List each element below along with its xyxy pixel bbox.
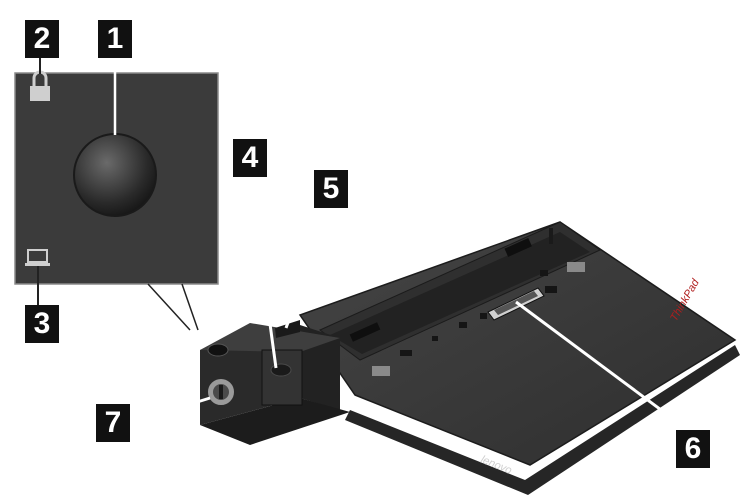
callout-3: 3 <box>25 305 59 343</box>
laptop-icon <box>25 249 50 266</box>
callout-6: 6 <box>676 430 710 468</box>
key-lock-icon <box>206 377 236 407</box>
leader-7 <box>129 396 211 425</box>
callout-7: 7 <box>96 404 130 442</box>
docking-station <box>298 221 740 495</box>
callout-4: 4 <box>233 139 267 177</box>
callout-5: 5 <box>314 170 348 208</box>
leader-6 <box>515 300 689 432</box>
leader-4 <box>248 176 278 369</box>
callout-2: 2 <box>25 20 59 58</box>
leader-5 <box>284 207 332 329</box>
callout-1: 1 <box>98 20 132 58</box>
power-button-icon <box>73 133 157 217</box>
